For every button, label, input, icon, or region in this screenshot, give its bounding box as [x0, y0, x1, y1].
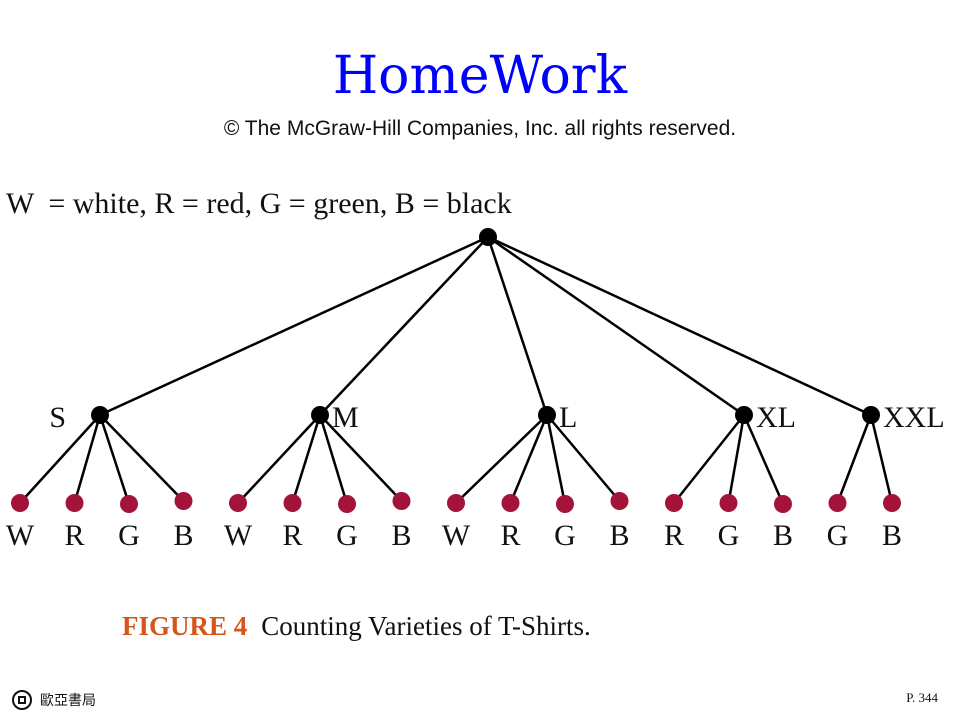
edge-l-to-w [455, 414, 548, 504]
publisher: 歐亞書局 [12, 690, 96, 710]
legend-key: W [6, 187, 35, 220]
edge-s-to-w [19, 414, 101, 504]
edge-m-to-w [237, 414, 321, 504]
leaf-label-m-r: R [282, 519, 302, 552]
leaf-label-xxl-g: G [827, 519, 849, 552]
leaf-label-s-g: G [118, 519, 140, 552]
leaf-node-xxl-b [883, 494, 901, 512]
size-node-l [538, 406, 556, 424]
edge-xxl-to-b [869, 414, 894, 504]
root-node [479, 228, 497, 246]
leaf-label-s-b: B [173, 519, 193, 552]
leaf-label-l-w: W [442, 519, 471, 552]
leaf-label-xxl-b: B [882, 519, 902, 552]
leaf-label-s-r: R [64, 519, 84, 552]
edge-root-to-s [99, 235, 489, 417]
edge-l-to-b [546, 414, 621, 502]
leaf-node-l-b [610, 492, 629, 510]
legend-text: = white, R = red, G = green, B = black [48, 187, 512, 220]
size-label-xl: XL [756, 401, 796, 434]
leaf-node-s-w [11, 494, 29, 512]
edge-m-to-g [318, 414, 349, 505]
caption-text: Counting Varieties of T-Shirts. [261, 611, 591, 641]
edge-xxl-to-g [836, 414, 873, 504]
edge-s-to-g [98, 414, 131, 505]
size-node-xl [735, 406, 753, 424]
edge-xl-to-g [727, 414, 746, 504]
copyright-notice: © The McGraw-Hill Companies, Inc. all ri… [223, 117, 737, 140]
leaf-node-xl-b [774, 495, 792, 513]
edge-m-to-r [291, 414, 322, 504]
leaf-node-s-b [174, 492, 193, 510]
leaf-label-s-w: W [6, 519, 35, 552]
edge-xl-to-b [742, 414, 785, 505]
leaf-label-xl-b: B [773, 519, 793, 552]
publisher-name: 歐亞書局 [40, 693, 96, 709]
page-number: P. 344 [906, 690, 938, 705]
leaf-label-l-r: R [500, 519, 520, 552]
size-node-xxl [862, 406, 880, 424]
leaf-node-s-r [65, 494, 84, 512]
edge-s-to-r [73, 414, 102, 504]
edge-l-to-g [545, 414, 567, 505]
leaf-label-m-w: W [224, 519, 253, 552]
leaf-label-l-b: B [609, 519, 629, 552]
leaf-node-m-b [392, 492, 411, 510]
size-label-m: M [332, 401, 359, 434]
edge-root-to-m [319, 236, 489, 416]
slide-title: HomeWork [332, 46, 628, 106]
edge-root-to-xxl [487, 235, 872, 417]
figure-caption: FIGURE 4 Counting Varieties of T-Shirts. [122, 610, 591, 642]
edge-l-to-r [509, 414, 549, 504]
leaf-node-m-w [229, 494, 247, 512]
leaf-node-s-g [120, 495, 138, 513]
leaf-node-l-g [556, 495, 574, 513]
size-label-xxl: XXL [883, 401, 945, 434]
leaf-node-l-w [447, 494, 465, 512]
leaf-label-xl-g: G [718, 519, 740, 552]
leaf-node-m-g [338, 495, 356, 513]
edge-s-to-b [99, 414, 185, 502]
edge-root-to-l [486, 236, 549, 416]
publisher-logo-icon [12, 690, 32, 710]
edge-root-to-xl [487, 235, 745, 417]
edge-m-to-b [319, 414, 403, 502]
leaf-label-l-g: G [554, 519, 576, 552]
size-node-m [311, 406, 329, 424]
size-label-l: L [559, 401, 577, 434]
leaf-node-l-r [501, 494, 520, 512]
figure-label: FIGURE 4 [122, 611, 248, 641]
leaf-label-m-b: B [391, 519, 411, 552]
leaf-node-xl-r [665, 494, 683, 512]
leaf-node-m-r [283, 494, 302, 512]
size-label-s: S [49, 401, 66, 434]
edge-xl-to-r [673, 414, 745, 504]
leaf-label-xl-r: R [664, 519, 684, 552]
color-legend: W = white, R = red, G = green, B = black [6, 186, 512, 222]
leaf-label-m-g: G [336, 519, 358, 552]
leaf-node-xl-g [719, 494, 738, 512]
size-node-s [91, 406, 109, 424]
leaf-node-xxl-g [828, 494, 847, 512]
